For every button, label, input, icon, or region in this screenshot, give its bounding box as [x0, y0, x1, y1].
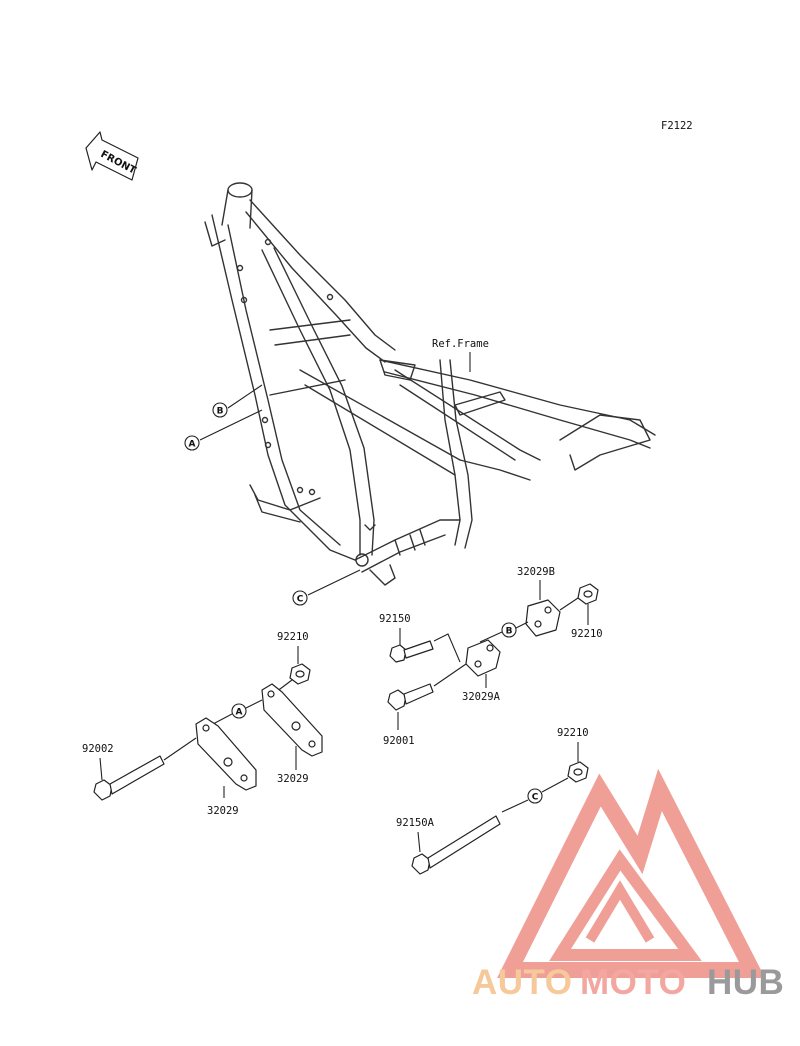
- front-arrow-icon: FRONT: [85, 131, 139, 181]
- bracket-32029-bottom: [195, 717, 257, 791]
- svg-text:A: A: [236, 708, 243, 718]
- part-92002-label: 92002: [82, 743, 114, 755]
- nut-92210-lower: [567, 761, 589, 783]
- svg-text:C: C: [297, 595, 304, 605]
- part-92210-mid-label: 92210: [277, 631, 309, 643]
- nut-92210-top: [577, 583, 599, 605]
- svg-text:B: B: [506, 627, 513, 637]
- wordmark-auto: AUTO: [472, 963, 573, 1002]
- ref-frame-label: Ref.Frame: [432, 338, 489, 350]
- callout-a-bracket: A: [231, 699, 263, 719]
- bolt-92001: [387, 683, 434, 711]
- automotohub-logo-icon: [497, 768, 766, 978]
- callout-c-bolt: C: [527, 788, 543, 804]
- part-92150-label: 92150: [379, 613, 411, 625]
- frame-drawing: [204, 182, 656, 586]
- wordmark-moto: MOTO: [580, 963, 686, 1002]
- part-32029a-label: 32029A: [462, 691, 501, 703]
- callout-c-frame: C: [292, 569, 361, 606]
- part-32029-bottom-label: 32029: [207, 805, 239, 817]
- bracket-32029b: [525, 599, 561, 637]
- part-92001-label: 92001: [383, 735, 415, 747]
- part-92150a-label: 92150A: [396, 817, 435, 829]
- bolt-92002: [93, 755, 165, 801]
- svg-text:C: C: [532, 793, 539, 803]
- diagram-code: F2122: [661, 120, 693, 132]
- bolt-92150a: [411, 815, 501, 875]
- callout-b-frame: B: [212, 384, 263, 418]
- svg-text:B: B: [217, 407, 224, 417]
- bracket-32029a: [465, 639, 501, 677]
- nut-92210-mid: [289, 663, 311, 685]
- svg-text:A: A: [189, 440, 196, 450]
- part-92210-right-label: 92210: [571, 628, 603, 640]
- bracket-32029-right: [261, 683, 323, 757]
- part-92210-lower-label: 92210: [557, 727, 589, 739]
- wordmark-hub: HUB: [707, 963, 784, 1002]
- automotohub-wordmark: AUTO MOTO HUB: [472, 963, 784, 1002]
- part-32029-right-label: 32029: [277, 773, 309, 785]
- bolt-92150: [389, 640, 434, 663]
- part-32029b-label: 32029B: [517, 566, 555, 578]
- callout-a-frame: A: [184, 409, 263, 451]
- callout-b-bracket: B: [501, 621, 529, 638]
